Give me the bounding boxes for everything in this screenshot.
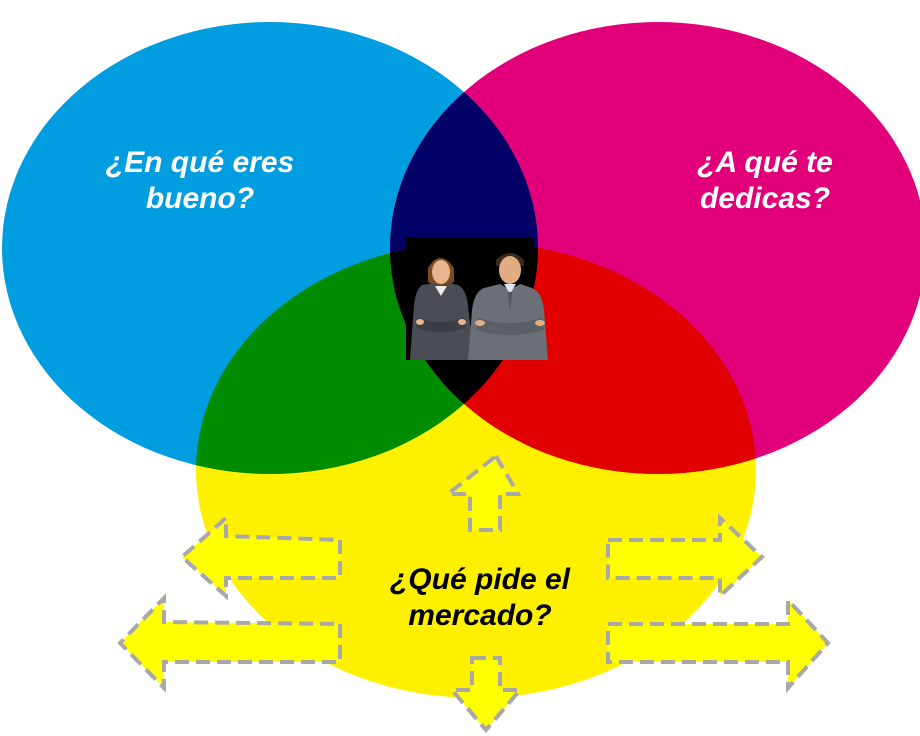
question-market-demand: ¿Qué pide el mercado? <box>330 562 630 634</box>
question-what-you-do-line-1: ¿A qué te <box>697 146 833 179</box>
question-what-you-do-line-2: dedicas? <box>699 182 831 215</box>
businessman-icon <box>468 253 548 360</box>
arrow-right-lower-icon <box>606 594 831 694</box>
question-good-at-line-1: ¿En qué eres <box>105 146 295 179</box>
arrow-up-icon <box>442 452 522 532</box>
arrow-left-upper-icon <box>178 513 342 601</box>
question-good-at: ¿En qué eres bueno? <box>55 145 345 217</box>
business-people-photo <box>406 238 548 360</box>
arrow-down-icon <box>447 656 525 734</box>
question-good-at-line-2: bueno? <box>145 182 255 215</box>
question-market-demand-line-2: mercado? <box>408 599 552 632</box>
arrow-left-lower-icon <box>117 593 342 693</box>
question-market-demand-line-1: ¿Qué pide el <box>389 563 571 596</box>
question-what-you-do: ¿A qué te dedicas? <box>615 145 915 217</box>
arrow-right-upper-icon <box>606 513 765 601</box>
businesswoman-icon <box>410 258 474 360</box>
